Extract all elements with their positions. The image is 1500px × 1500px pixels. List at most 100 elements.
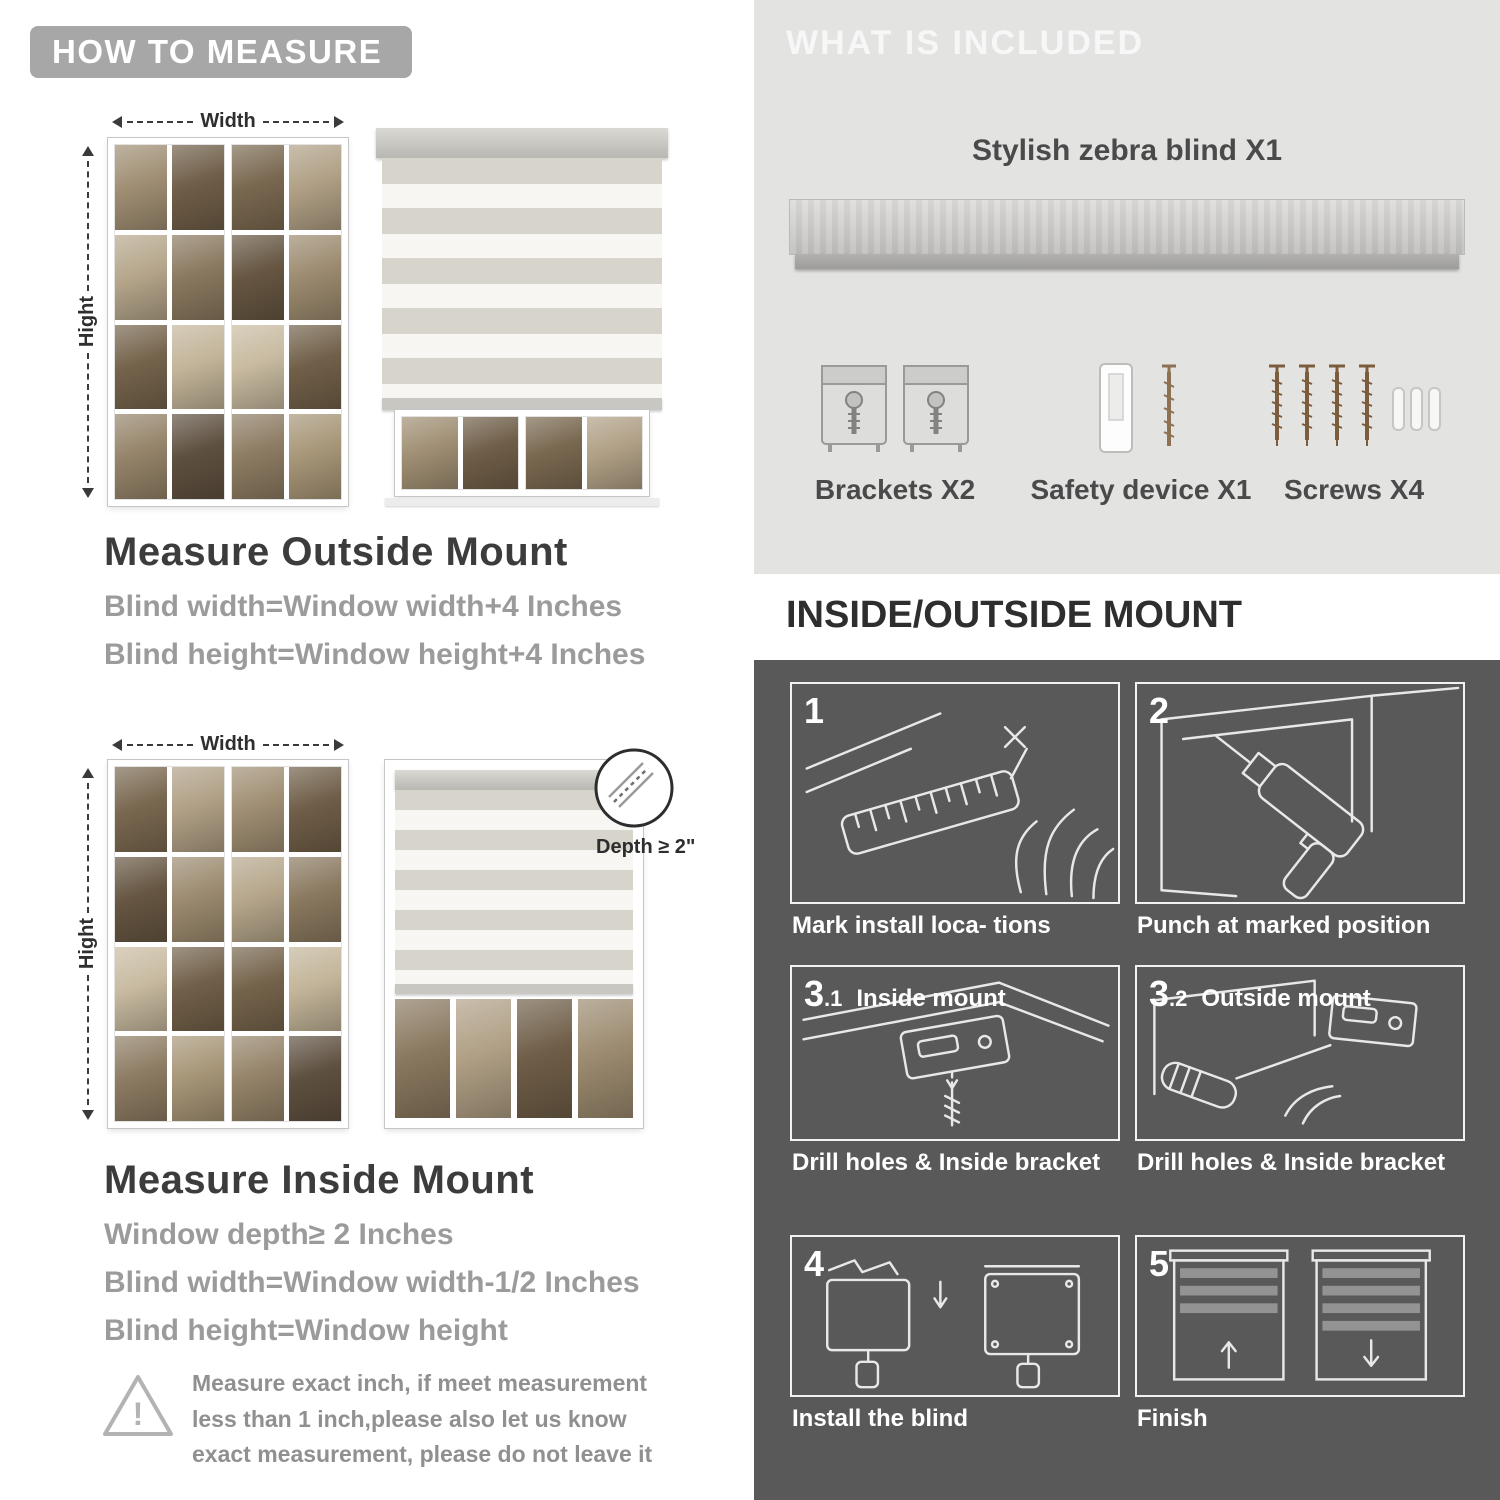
window-pane [115,324,167,410]
headrail-bar [790,200,1464,254]
window-pane [172,856,224,942]
outside-bracket-illustration [1153,979,1418,1125]
mount-title-strip: INSIDE/OUTSIDE MOUNT [754,574,1500,660]
outside-mount-title: Measure Outside Mount [104,530,568,574]
step-caption-2: Punch at marked position [1137,912,1431,939]
inside-outside-mount-title: INSIDE/OUTSIDE MOUNT [786,594,1243,636]
inside-blind-illustration [385,760,643,1128]
step-number: 1 [804,690,825,731]
window-pane [517,999,572,1118]
window-pane [578,999,633,1118]
safety-device-item: Safety device X1 [1030,352,1252,506]
warning-exclamation: ! [132,1396,144,1432]
window-pane [232,1036,284,1121]
width-arrow-outside: Width [112,110,345,133]
window-pane [232,234,284,320]
window-bottom-inside [395,999,633,1118]
window-pane [526,417,582,489]
window-sash [232,767,341,1121]
arrowhead-up-icon [81,768,94,778]
window-pane [232,414,284,499]
window-sill [385,498,659,506]
depth-label: Depth ≥ 2" [596,836,696,858]
depth-detail-circle [592,746,676,830]
window-sash [232,145,341,499]
window-pane [115,767,167,852]
window-pane [115,946,167,1032]
width-arrow-inside: Width [112,733,345,756]
finish-illustration [1169,1249,1431,1381]
window-sash [115,145,224,499]
window-pane [462,417,518,489]
window-pane [456,999,511,1118]
window-pane [395,999,450,1118]
outside-mount-rule-2: Blind height=Window height+4 Inches [104,638,646,671]
window-pane [289,856,341,942]
window-pane [289,234,341,320]
window-pane [289,414,341,499]
step-caption-1: Mark install loca- tions [792,912,1051,939]
step-panel-2: 2 [1135,682,1465,904]
screws-icon [1267,364,1441,448]
inside-bracket-illustration [802,981,1110,1127]
step-caption-4: Install the blind [792,1405,969,1432]
warning-triangle-icon [103,1375,173,1436]
depth-detail-icon [594,748,674,828]
step-caption-5: Finish [1137,1405,1208,1432]
step-panel-5: 5 [1135,1235,1465,1397]
brackets-icon [820,358,970,458]
window-pane [115,234,167,320]
window-pane [172,324,224,410]
step-number: 5 [1149,1243,1170,1284]
arrowhead-left-icon [112,115,122,128]
width-label-outside: Width [200,110,256,132]
step-caption-3-2: Drill holes & Inside bracket [1137,1149,1446,1176]
window-bottom-outside [395,410,649,496]
window-pane [232,946,284,1032]
blind-bottom-rail [382,398,662,410]
window-sash [115,767,224,1121]
screws-item: Screws X4 [1259,352,1449,506]
window-photo-inside [108,760,348,1128]
headrail-lip [795,254,1459,269]
blind-fabric [382,158,662,398]
outside-mount-rule-1: Blind width=Window width+4 Inches [104,590,623,623]
what-is-included-title: WHAT IS INCLUDED [786,24,1145,62]
blind-bottom-rail [395,984,633,994]
brackets-item: Brackets X2 [810,352,980,506]
warning-text: Measure exact inch, if meet measurement … [192,1370,653,1468]
brackets-label: Brackets X2 [814,474,976,505]
window-pane [172,1036,224,1121]
zebra-blind-image [790,200,1464,269]
height-label-outside: Hight [76,296,98,348]
how-to-measure-title: HOW TO MEASURE [52,33,383,70]
arrowhead-right-icon [334,738,345,751]
arrowhead-right-icon [334,115,345,128]
arrowhead-up-icon [81,146,94,156]
how-to-measure-header: HOW TO MEASURE [30,26,412,78]
mark-locations-illustration [805,712,1115,900]
width-label-inside: Width [200,733,256,755]
window-pane [289,946,341,1032]
arrowhead-down-icon [81,1110,94,1120]
height-arrow-outside: Hight [76,146,99,498]
inside-mount-title: Measure Inside Mount [104,1158,535,1202]
height-arrow-inside: Hight [76,768,99,1120]
what-is-included-section: WHAT IS INCLUDED Stylish zebra blind X1 [754,0,1500,574]
safety-device-icon [1099,363,1176,453]
inside-mount-rule-1: Window depth≥ 2 Inches [104,1218,454,1251]
safety-device-label: Safety device X1 [1030,474,1252,505]
window-pane [586,417,642,489]
step-panel-1: 1 [790,682,1120,904]
arrowhead-down-icon [81,488,94,498]
window-pane [172,946,224,1032]
step-number: 2 [1149,690,1170,731]
mount-steps-section: 1 Mark install loca- tions [754,660,1500,1500]
window-pane [289,767,341,852]
window-pane [232,856,284,942]
blind-headrail [376,128,668,158]
window-pane [289,1036,341,1121]
